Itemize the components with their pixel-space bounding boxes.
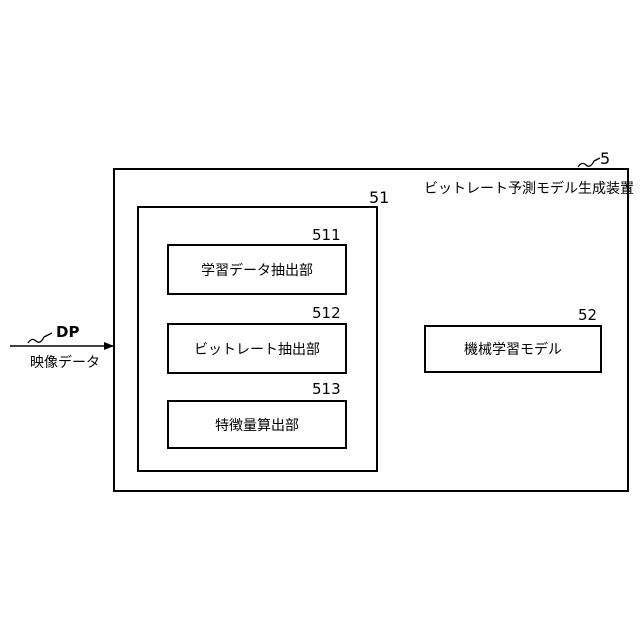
block-learning-data-extractor: 学習データ抽出部 [167,244,347,295]
input-label: 映像データ [30,356,100,370]
block-label: 学習データ抽出部 [201,260,313,280]
block-ref-512: 512 [312,306,341,321]
block-feature-calculator: 特徴量算出部 [167,400,347,449]
extractor-unit-ref: 51 [369,190,389,206]
block-label: ビットレート抽出部 [194,339,320,359]
model-label: 機械学習モデル [464,339,562,359]
device-ref: 5 [600,151,610,167]
block-ref-511: 511 [312,228,341,243]
block-bitrate-extractor: ビットレート抽出部 [167,323,347,374]
leader-dp [28,333,52,343]
input-ref: DP [56,325,79,340]
model-ref: 52 [578,308,597,323]
device-title: ビットレート予測モデル生成装置 [424,182,634,196]
block-label: 特徴量算出部 [215,415,299,435]
leader-5 [578,158,600,167]
block-ref-513: 513 [312,382,341,397]
machine-learning-model-box: 機械学習モデル [424,325,602,373]
